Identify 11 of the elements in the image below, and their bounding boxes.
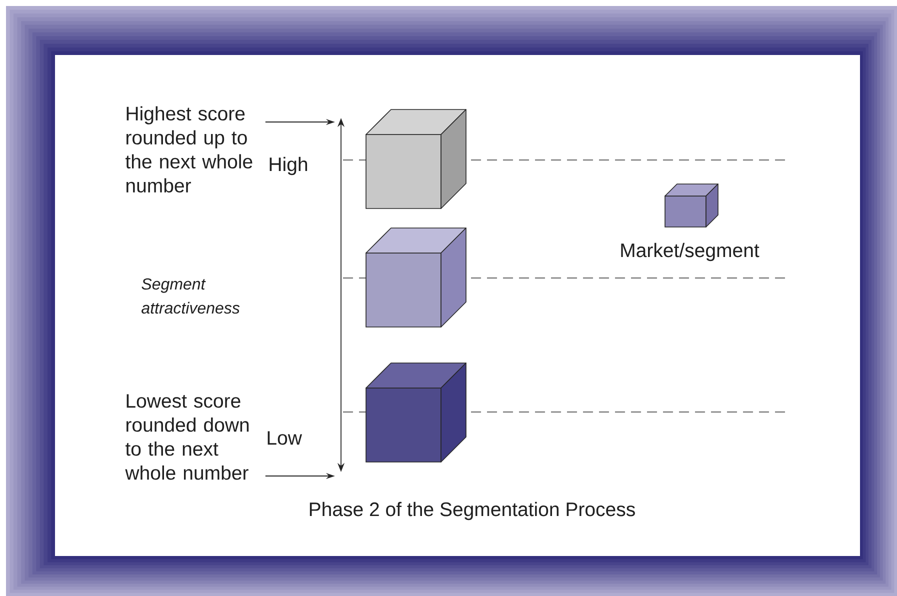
axis-level-label: High bbox=[270, 156, 308, 176]
axis-level-label: Low bbox=[268, 431, 302, 445]
cube-caption: Market/segment bbox=[621, 242, 760, 262]
annotation-text: Lowest score rounded down to the next whole number bbox=[125, 394, 249, 480]
axis-title: Segment attractiveness bbox=[142, 278, 240, 314]
cube bbox=[366, 109, 466, 209]
cube bbox=[366, 362, 466, 462]
cube bbox=[664, 184, 718, 228]
cube bbox=[366, 228, 466, 328]
annotation-text: Highest score rounded up to the next whole number bbox=[126, 106, 252, 193]
caption: Phase 2 of the Segmentation Process bbox=[310, 502, 635, 520]
